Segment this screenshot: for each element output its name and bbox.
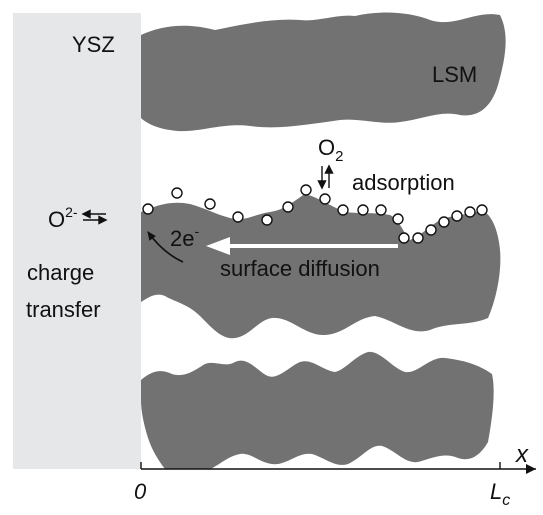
adsorbed-oxygen xyxy=(451,210,463,222)
o2-label: O2 xyxy=(318,135,343,165)
lsm-label: LSM xyxy=(432,62,477,87)
adsorbed-oxygen xyxy=(142,203,154,215)
axis-origin-label: 0 xyxy=(134,479,147,504)
surface-diffusion-label: surface diffusion xyxy=(220,256,380,281)
adsorbed-oxygen xyxy=(204,198,216,210)
adsorbed-oxygen xyxy=(438,216,450,228)
oxide-ion-sup: 2- xyxy=(65,204,78,220)
adsorbed-oxygen xyxy=(392,213,404,225)
ysz-electrolyte xyxy=(13,13,141,469)
adsorbed-oxygen xyxy=(357,204,369,216)
adsorbed-oxygen xyxy=(171,187,183,199)
adsorbed-oxygen xyxy=(282,201,294,213)
adsorbed-oxygen xyxy=(476,204,488,216)
adsorbed-oxygen-group xyxy=(142,184,488,244)
adsorbed-oxygen xyxy=(464,206,476,218)
charge-label: charge xyxy=(27,260,94,285)
adsorbed-oxygen xyxy=(375,204,387,216)
ysz-label: YSZ xyxy=(72,32,115,57)
surface-diffusion-arrow xyxy=(206,237,398,255)
lsm-grain-bottom xyxy=(141,351,494,469)
electrons-sup: - xyxy=(194,223,199,239)
adsorbed-oxygen xyxy=(261,214,273,226)
oxide-ion-main: O xyxy=(48,207,65,232)
adsorption-equilibrium-arrows xyxy=(317,164,334,190)
axis-end-main: L xyxy=(490,479,502,504)
charge-transfer-equilibrium-arrows xyxy=(81,209,108,225)
lsm-grain-middle xyxy=(141,194,501,339)
adsorbed-oxygen xyxy=(337,204,349,216)
axis-end-sub: c xyxy=(502,492,510,509)
adsorption-label: adsorption xyxy=(352,170,455,195)
adsorbed-oxygen xyxy=(425,224,437,236)
o2-label-main: O xyxy=(318,135,335,160)
adsorbed-oxygen xyxy=(319,193,331,205)
axis-x-label: x xyxy=(515,441,529,468)
adsorbed-oxygen xyxy=(412,232,424,244)
x-axis xyxy=(140,462,536,470)
axis-end-label: Lc xyxy=(490,479,510,509)
lsm-grain-top xyxy=(141,12,506,132)
adsorbed-oxygen xyxy=(232,211,244,223)
electrons-label: 2e- xyxy=(170,223,199,251)
oxide-ion-label: O2- xyxy=(48,204,78,232)
adsorbed-oxygen xyxy=(398,232,410,244)
x-axis-arrowhead xyxy=(526,464,536,474)
adsorbed-oxygen xyxy=(300,184,312,196)
o2-label-sub: 2 xyxy=(335,148,343,165)
electron-transfer-arrow xyxy=(147,231,184,263)
transfer-label: transfer xyxy=(26,297,101,322)
electrons-main: 2e xyxy=(170,226,194,251)
